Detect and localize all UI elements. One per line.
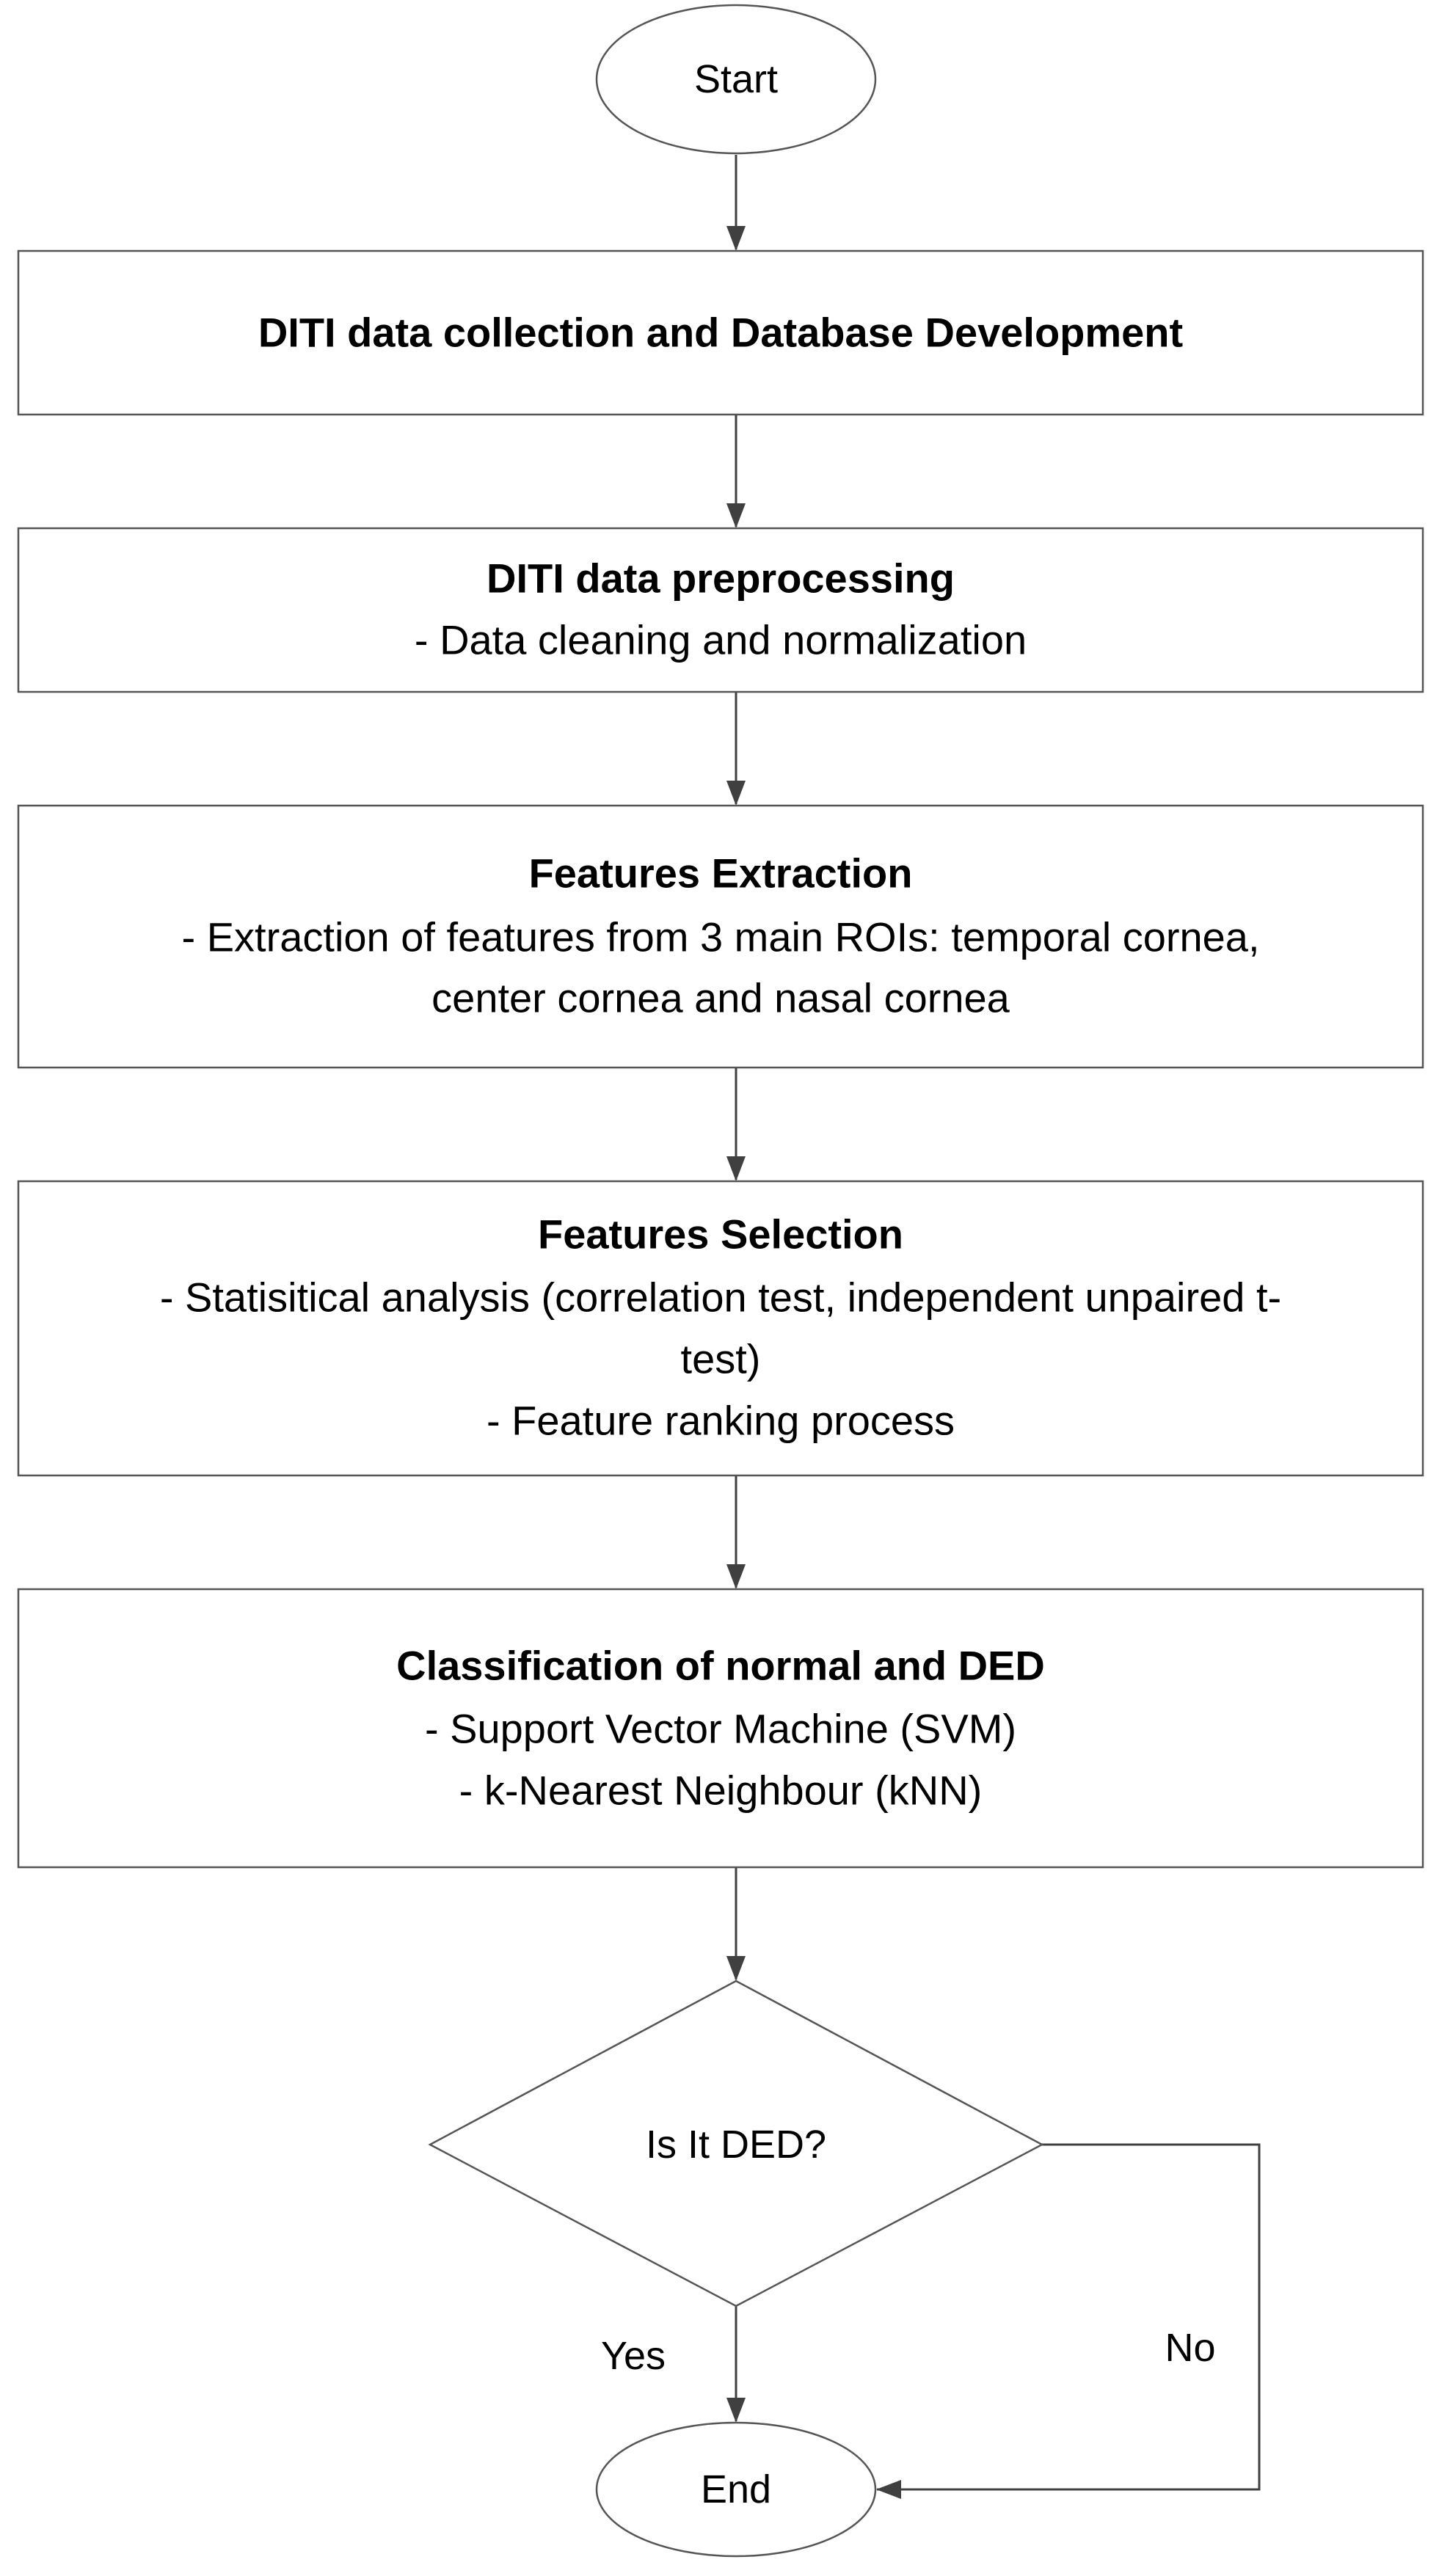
step-5-title: Classification of normal and DED <box>396 1643 1045 1689</box>
arrow-decision-no-to-end <box>877 2143 1261 2491</box>
connectors <box>735 155 1261 2491</box>
decision-diamond <box>428 1980 1044 2307</box>
start-ellipse <box>595 4 877 155</box>
process-step-4: Features Selection - Statisitical analys… <box>17 1180 1424 1477</box>
step-5-line-2: - k-Nearest Neighbour (kNN) <box>459 1767 983 1814</box>
arrowhead-step-1 <box>726 226 746 251</box>
step-3-line-2: center cornea and nasal cornea <box>431 975 1010 1021</box>
step-5-line-1: - Support Vector Machine (SVM) <box>425 1706 1016 1752</box>
decision-label: Is It DED? <box>646 2123 826 2167</box>
arrowhead-step-3 <box>726 781 746 806</box>
arrowheads <box>726 226 901 2499</box>
step-3-title: Features Extraction <box>529 850 913 897</box>
arrowhead-step-2 <box>726 503 746 528</box>
decision-node: Is It DED? <box>428 1980 1044 2307</box>
process-box-3 <box>17 804 1424 1069</box>
arrowhead-step-5 <box>726 1564 746 1589</box>
step-4-line-3: - Feature ranking process <box>487 1398 955 1444</box>
end-terminal: End <box>595 2421 877 2558</box>
arrowhead-end-yes <box>726 2398 746 2423</box>
start-label: Start <box>694 57 778 101</box>
step-4-line-2: test) <box>681 1336 761 1382</box>
process-step-1: DITI data collection and Database Develo… <box>17 249 1424 416</box>
step-2-line-1: - Data cleaning and normalization <box>415 617 1027 663</box>
process-box-5 <box>17 1588 1424 1869</box>
process-step-3: Features Extraction - Extraction of feat… <box>17 804 1424 1069</box>
process-step-2: DITI data preprocessing - Data cleaning … <box>17 527 1424 693</box>
end-ellipse <box>595 2421 877 2558</box>
step-1-title: DITI data collection and Database Develo… <box>258 310 1183 356</box>
arrowhead-decision <box>726 1956 746 1981</box>
process-box-4 <box>17 1180 1424 1477</box>
arrowhead-step-4 <box>726 1156 746 1181</box>
process-box-1 <box>17 249 1424 416</box>
end-label: End <box>701 2467 771 2511</box>
start-terminal: Start <box>595 4 877 155</box>
arrowhead-end-no <box>876 2480 901 2499</box>
yes-label: Yes <box>601 2334 666 2378</box>
no-label: No <box>1165 2326 1215 2370</box>
step-2-title: DITI data preprocessing <box>487 555 955 602</box>
process-step-5: Classification of normal and DED - Suppo… <box>17 1588 1424 1869</box>
process-box-2 <box>17 527 1424 693</box>
step-4-title: Features Selection <box>538 1211 903 1258</box>
step-4-line-1: - Statisitical analysis (correlation tes… <box>160 1274 1281 1321</box>
step-3-line-1: - Extraction of features from 3 main ROI… <box>181 914 1259 960</box>
